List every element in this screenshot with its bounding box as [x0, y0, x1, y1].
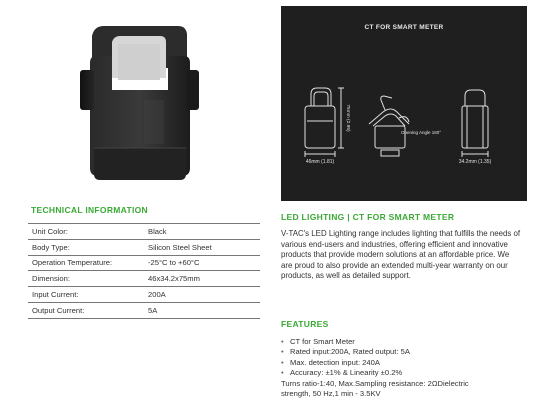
table-row: Output Current: 5A	[28, 302, 260, 319]
table-row: Dimension: 46x34.2x75mm	[28, 270, 260, 288]
product-description: V-TAC's LED Lighting range includes ligh…	[281, 229, 521, 281]
width-label: 46mm (1.81)	[306, 159, 335, 165]
depth-label: 34.2mm (1.35)	[459, 159, 492, 165]
features-title: FEATURES	[281, 319, 329, 329]
spec-key: Operation Temperature:	[28, 255, 144, 272]
current-transformer-image	[80, 26, 199, 180]
spec-value: Silicon Steel Sheet	[144, 239, 260, 256]
spec-key: Unit Color:	[28, 223, 144, 240]
list-item: strength, 50 Hz,1 min - 3.5KV	[281, 389, 381, 399]
spec-value: 200A	[144, 286, 260, 303]
spec-value: -25°C to +60°C	[144, 255, 260, 272]
table-row: Operation Temperature: -25°C to +60°C	[28, 255, 260, 272]
product-heading: LED LIGHTING | CT FOR SMART METER	[281, 212, 455, 222]
table-row: Body Type: Silicon Steel Sheet	[28, 239, 260, 256]
list-item: CT for Smart Meter	[281, 337, 526, 347]
product-photo	[60, 8, 210, 188]
features-list: CT for Smart Meter Rated input:200A, Rat…	[281, 337, 526, 399]
technical-info-title: TECHNICAL INFORMATION	[31, 205, 148, 215]
list-item: Rated input:200A, Rated output: 5A	[281, 347, 526, 357]
dimension-panel-title: CT FOR SMART METER	[364, 24, 444, 31]
spec-key: Input Current:	[28, 286, 144, 303]
spec-value: Black	[144, 223, 260, 240]
list-item: Max. detection input: 240A	[281, 358, 526, 368]
spec-value: 5A	[144, 302, 260, 319]
opening-angle-label: Opening Angle 180°	[401, 130, 441, 135]
dimension-panel: CT FOR SMART METER	[281, 6, 527, 201]
spec-key: Dimension:	[28, 270, 144, 288]
list-item: Accuracy: ±1% & Linearity ±0.2%	[281, 368, 526, 378]
dimension-diagram: 75mm (2.95) 46mm (1.81) 34.2mm (1.35) Op…	[304, 87, 492, 165]
spec-value: 46x34.2x75mm	[144, 270, 260, 288]
table-row: Input Current: 200A	[28, 286, 260, 303]
table-row: Unit Color: Black	[28, 223, 260, 240]
spec-table: Unit Color: Black Body Type: Silicon Ste…	[28, 223, 260, 319]
list-item: Turns ratio-1:40, Max.Sampling resistanc…	[281, 378, 469, 388]
height-label: 75mm (2.95)	[345, 104, 351, 132]
spec-key: Body Type:	[28, 239, 144, 256]
spec-key: Output Current:	[28, 302, 144, 319]
